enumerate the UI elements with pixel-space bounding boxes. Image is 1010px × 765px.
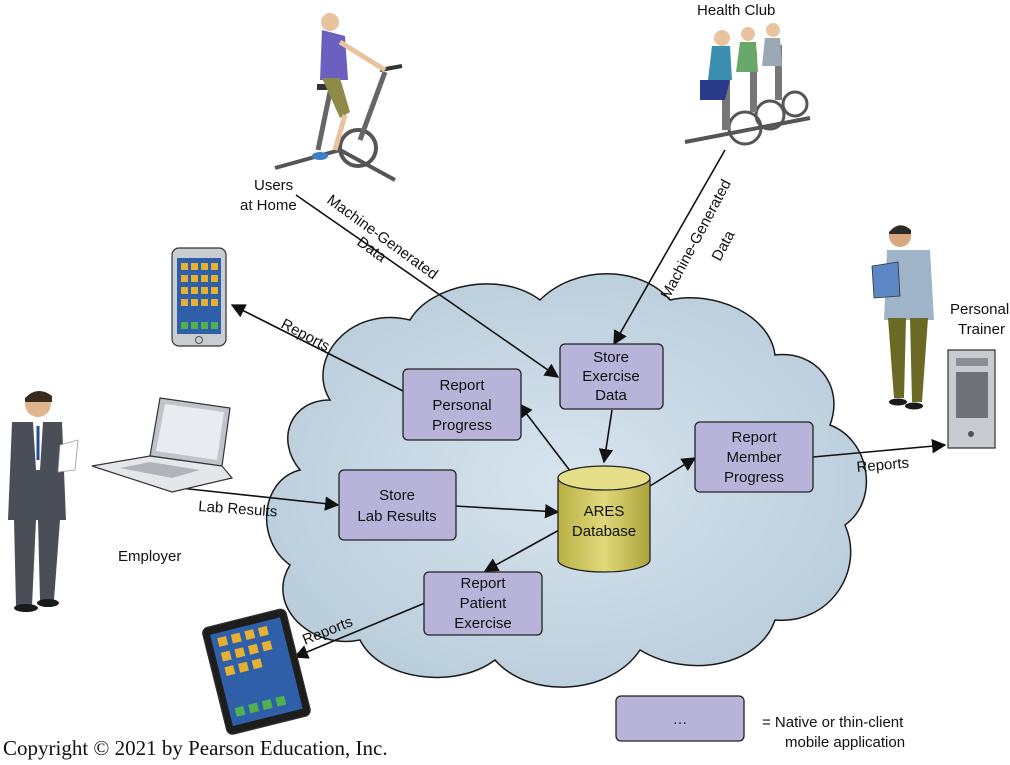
arrow-club-to-store-exercise	[613, 149, 726, 346]
legend-text-2: mobile application	[785, 734, 905, 751]
box-line: Personal	[432, 397, 491, 414]
personal-trainer-label: Personal	[950, 301, 1009, 318]
users-home-label-2: at Home	[240, 197, 297, 214]
box-line: Exercise	[454, 615, 512, 632]
health-club-label: Health Club	[697, 2, 775, 19]
employer-person-icon	[8, 390, 79, 612]
laptop-icon	[91, 397, 234, 493]
arrow-home-to-store-exercise	[295, 194, 560, 378]
users-home-label: Users	[254, 177, 293, 194]
machine-data-left-label: Machine-Generated	[324, 191, 441, 283]
box-line: Data	[595, 387, 627, 404]
box-line: Report	[439, 377, 485, 394]
arrow-db-to-report-patient	[483, 523, 571, 572]
box-line: Progress	[724, 469, 784, 486]
report-personal-progress-box: Report Personal Progress	[402, 368, 522, 441]
ares-database: ARES Database	[557, 465, 651, 573]
box-line: Lab Results	[357, 508, 436, 525]
box-line: Progress	[432, 417, 492, 434]
machine-data-right-label-2: Data	[709, 227, 739, 264]
personal-trainer-person-icon	[871, 225, 934, 410]
store-lab-results-box: Store Lab Results	[338, 469, 457, 541]
box-line: Store	[379, 487, 415, 504]
box-line: Exercise	[582, 368, 640, 385]
legend-box-text: …	[673, 711, 688, 728]
tablet-icon	[202, 608, 311, 735]
personal-trainer-label-2: Trainer	[958, 321, 1005, 338]
server-computer-icon	[947, 349, 996, 449]
legend-text: = Native or thin-client	[762, 714, 904, 731]
arrow-db-to-report-personal	[518, 402, 575, 477]
arrow-report-personal-to-phone	[230, 304, 406, 393]
smartphone-icon	[171, 247, 227, 347]
box-line: Store	[593, 349, 629, 366]
box-line: Patient	[460, 595, 508, 612]
box-line: Report	[731, 429, 777, 446]
reports-phone-label: Reports	[278, 316, 332, 356]
arrows	[179, 149, 947, 659]
reports-trainer-label: Reports	[856, 454, 910, 476]
database-line: ARES	[584, 503, 625, 520]
copyright-notice: Copyright © 2021 by Pearson Education, I…	[3, 736, 388, 760]
exercise-bike-home-icon	[274, 13, 403, 182]
legend: … = Native or thin-client mobile applica…	[615, 695, 905, 751]
exercise-bikes-health-club-icon	[684, 23, 811, 146]
store-exercise-data-box: Store Exercise Data	[559, 343, 664, 410]
database-line: Database	[572, 523, 636, 540]
employer-label: Employer	[118, 548, 181, 565]
arrow-store-exercise-to-db	[598, 409, 614, 464]
arrow-store-lab-to-db	[454, 504, 560, 519]
report-member-progress-box: Report Member Progress	[694, 421, 814, 493]
arrow-laptop-to-store-lab	[179, 487, 340, 511]
arrow-report-member-to-trainer	[812, 439, 947, 458]
arrow-db-to-report-member	[649, 457, 697, 487]
box-line: Report	[460, 575, 506, 592]
box-line: Member	[726, 449, 781, 466]
lab-results-label: Lab Results	[198, 498, 278, 520]
report-patient-exercise-box: Report Patient Exercise	[423, 571, 543, 636]
arrow-report-patient-to-tablet	[293, 602, 426, 659]
